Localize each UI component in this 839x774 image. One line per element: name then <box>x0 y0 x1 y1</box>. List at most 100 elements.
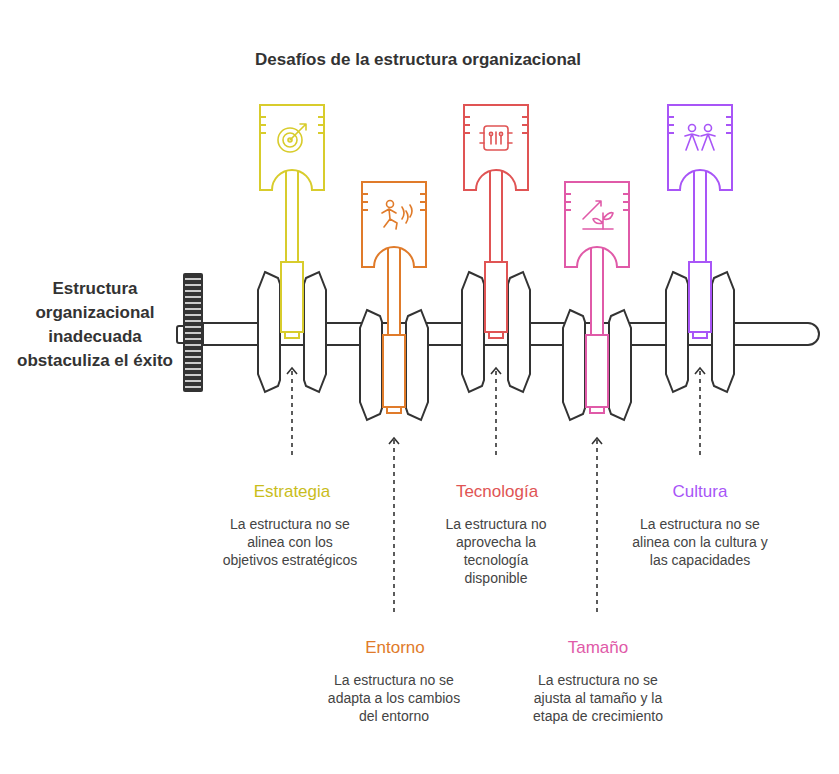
knurl-line <box>185 278 201 280</box>
piston <box>565 182 629 413</box>
rod-cap <box>590 407 604 413</box>
crank-web <box>462 272 484 392</box>
ring-groove <box>623 209 629 211</box>
crank-web <box>258 272 280 392</box>
knurl-line <box>185 302 201 304</box>
arrow-head <box>695 368 705 374</box>
category-heading: Estrategia <box>212 482 372 502</box>
knurl-line <box>185 374 201 376</box>
pointer-arrow <box>695 368 705 455</box>
ring-groove <box>260 116 266 118</box>
piston <box>668 105 732 338</box>
piston <box>362 182 426 413</box>
chip-dot <box>489 132 492 135</box>
target-icon <box>278 124 306 152</box>
runner-body <box>382 209 397 229</box>
runner-head <box>387 201 394 208</box>
wind-leaves <box>402 205 412 223</box>
ring-groove <box>726 132 732 134</box>
shaft-label: Estructura organizacional inadecuada obs… <box>12 277 178 373</box>
ring-groove <box>522 132 528 134</box>
connecting-rod <box>286 168 298 262</box>
rod-cap <box>285 332 299 338</box>
pointer-arrow <box>389 438 399 612</box>
ring-groove <box>318 124 324 126</box>
ring-groove <box>420 201 426 203</box>
knurl-line <box>185 284 201 286</box>
ring-groove <box>260 124 266 126</box>
dashed-line <box>495 370 497 455</box>
category-description: La estructura no se alinea con la cultur… <box>624 515 776 569</box>
person-head <box>689 125 696 132</box>
knurl-line <box>185 320 201 322</box>
crank-web <box>360 310 382 420</box>
rod-big-end <box>281 262 303 332</box>
rod-big-end <box>586 335 608 407</box>
category-heading: Entorno <box>315 638 475 658</box>
runner-icon <box>382 201 412 230</box>
category-description: La estructura no se adapta a los cambios… <box>319 671 469 725</box>
pointer-arrow <box>287 368 297 455</box>
category-heading: Tecnología <box>417 482 577 502</box>
ring-groove <box>668 132 674 134</box>
ring-groove <box>362 209 368 211</box>
knurl-line <box>185 290 201 292</box>
ring-groove <box>726 124 732 126</box>
ring-groove <box>318 116 324 118</box>
piston-head <box>565 182 629 267</box>
ring-groove <box>565 193 571 195</box>
ring-groove <box>726 116 732 118</box>
connecting-rod <box>490 168 502 262</box>
ring-groove <box>420 193 426 195</box>
rod-big-end <box>383 335 405 407</box>
rod-big-end <box>485 262 507 332</box>
ring-groove <box>362 193 368 195</box>
connecting-rod <box>694 168 706 262</box>
ring-groove <box>420 209 426 211</box>
diagram-title: Desafíos de la estructura organizacional <box>208 49 628 70</box>
category-description: La estructura no se ajusta al tamaño y l… <box>520 671 676 725</box>
crank-web <box>712 272 734 392</box>
ring-groove <box>565 209 571 211</box>
knurl-line <box>185 368 201 370</box>
ring-groove <box>522 124 528 126</box>
plant-icon <box>583 201 613 229</box>
flywheel-body <box>183 273 203 392</box>
category-description: La estructura no se alinea con los objet… <box>219 515 361 569</box>
category-heading: Cultura <box>620 482 780 502</box>
arrow-head <box>389 438 399 444</box>
piston <box>464 105 528 338</box>
knurl-line <box>185 362 201 364</box>
category-description: La estructura no aprovecha la tecnología… <box>435 515 557 587</box>
rod-cap <box>489 332 503 338</box>
knurl-line <box>185 332 201 334</box>
dashed-line <box>291 370 293 455</box>
pointer-arrow <box>592 438 602 612</box>
knurl-line <box>185 338 201 340</box>
piston-head <box>464 105 528 190</box>
knurl-line <box>185 350 201 352</box>
dashed-line <box>393 440 395 612</box>
people-icon <box>685 125 715 151</box>
ring-groove <box>522 116 528 118</box>
connecting-rod <box>591 245 603 335</box>
ring-groove <box>668 116 674 118</box>
dashed-line <box>596 440 598 612</box>
arrow-head <box>592 438 602 444</box>
piston-head <box>668 105 732 190</box>
ring-groove <box>464 132 470 134</box>
rod-cap <box>693 332 707 338</box>
dashed-line <box>699 370 701 455</box>
plant-stem <box>593 213 613 229</box>
crank-web <box>563 310 585 420</box>
ring-groove <box>623 201 629 203</box>
arrow-head <box>491 368 501 374</box>
ring-groove <box>464 116 470 118</box>
ring-groove <box>565 201 571 203</box>
ground-line <box>583 228 613 230</box>
knurl-line <box>185 344 201 346</box>
person-body <box>701 134 715 150</box>
crank-web <box>609 310 631 420</box>
knurl-line <box>185 326 201 328</box>
